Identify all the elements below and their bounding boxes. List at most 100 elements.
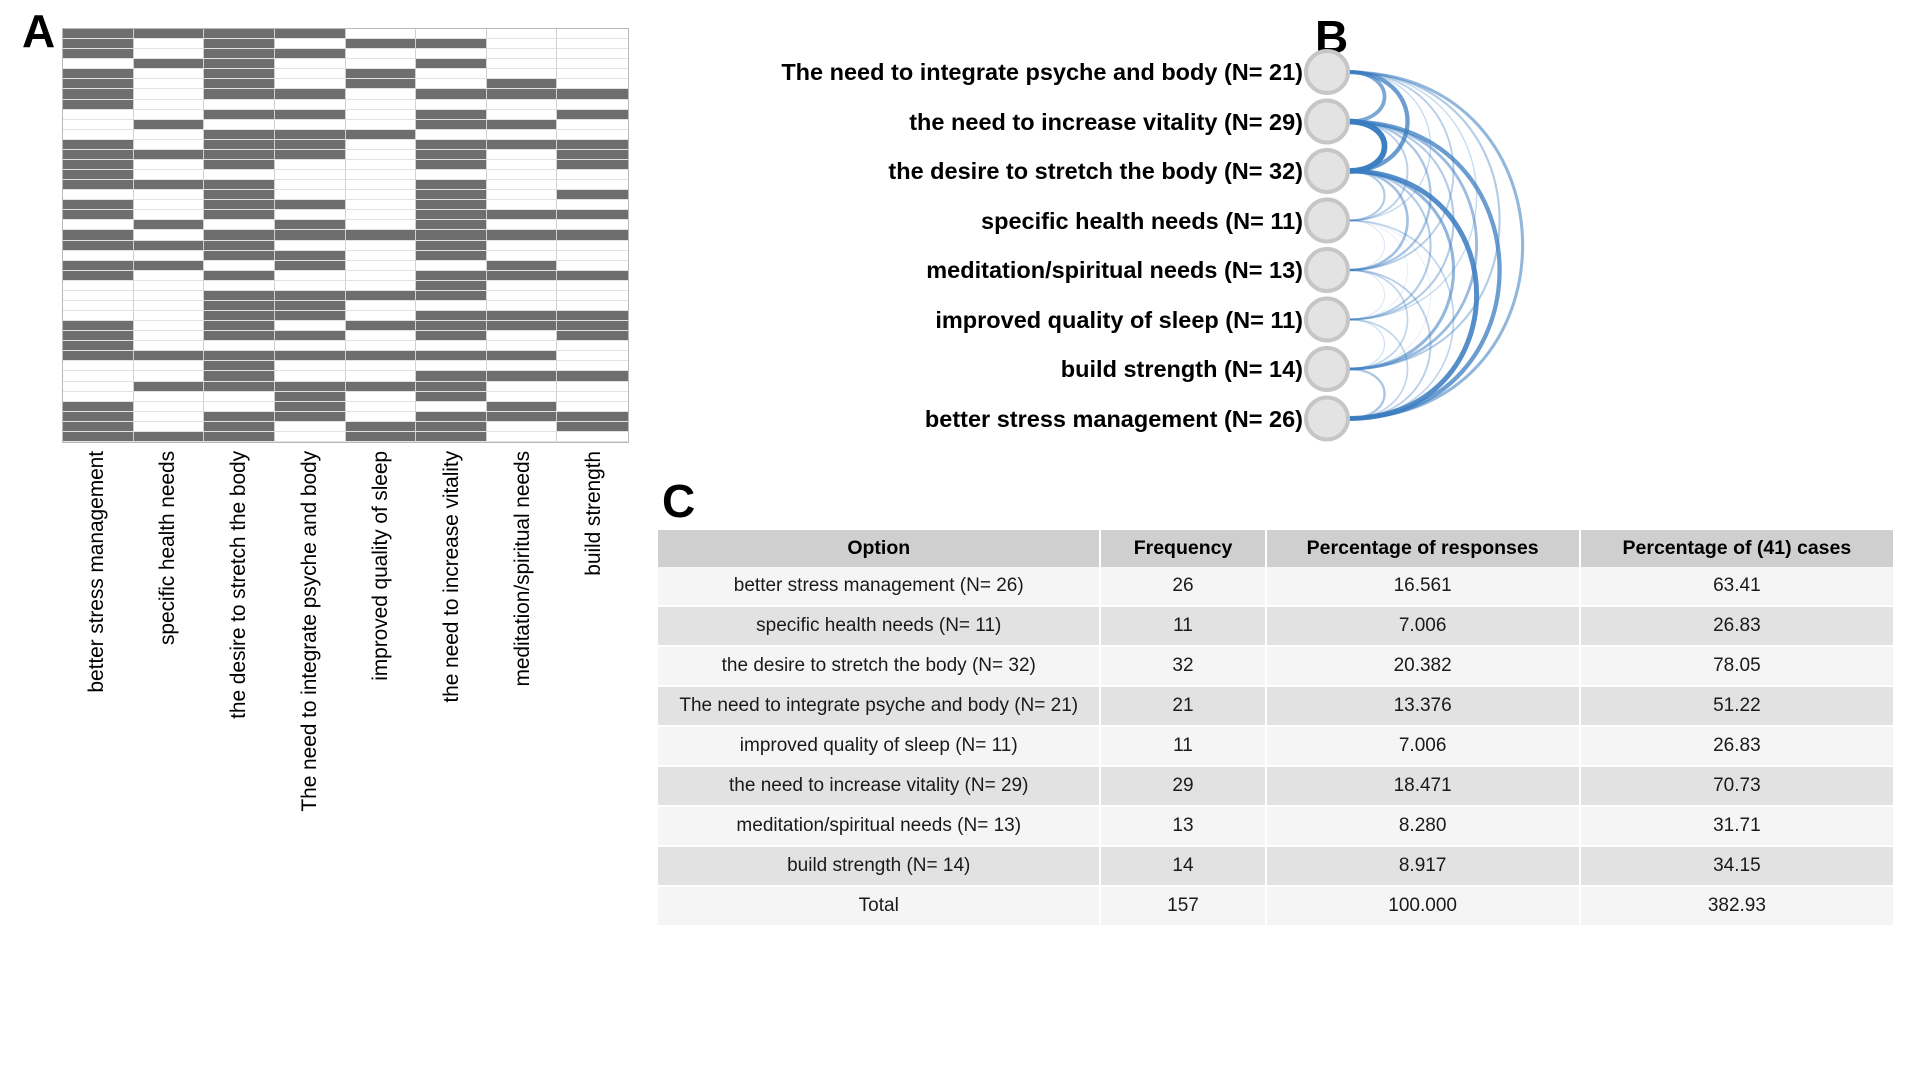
- arc-node-label[interactable]: specific health needs (N= 11): [981, 207, 1303, 234]
- arc-node[interactable]: [1304, 247, 1350, 293]
- arc-node-label[interactable]: The need to integrate psyche and body (N…: [781, 59, 1303, 85]
- matrix-cell: [345, 321, 417, 332]
- table-column-header[interactable]: Frequency: [1100, 530, 1267, 567]
- table-column-header[interactable]: Percentage of responses: [1265, 530, 1581, 567]
- arc-node-label[interactable]: build strength (N= 14): [1060, 356, 1303, 382]
- matrix-column-label: improved quality of sleep: [346, 447, 417, 847]
- table-cell-option: the desire to stretch the body (N= 32): [658, 646, 1102, 687]
- matrix-cell: [63, 129, 134, 140]
- matrix-column-label: the desire to stretch the body: [204, 447, 275, 847]
- matrix-column-label: The need to integrate psyche and body: [275, 447, 346, 847]
- matrix-cell: [345, 109, 417, 120]
- arc-node-label[interactable]: the need to increase vitality (N= 29): [909, 108, 1303, 135]
- matrix-cell: [63, 170, 134, 181]
- panel-b-arc-diagram: B The need to integrate psyche and body …: [655, 0, 1926, 470]
- matrix-cell: [274, 321, 346, 332]
- matrix-cell: [416, 381, 487, 392]
- matrix-cell: [345, 331, 417, 342]
- matrix-cell: [557, 170, 628, 181]
- table-cell-option: the need to increase vitality (N= 29): [658, 766, 1102, 807]
- table-column-header[interactable]: Option: [658, 530, 1102, 567]
- matrix-cell: [274, 311, 346, 322]
- arc-node-label[interactable]: improved quality of sleep (N= 11): [935, 306, 1303, 333]
- arc-node[interactable]: [1304, 395, 1350, 442]
- matrix-cell: [416, 200, 487, 211]
- matrix-cell: [133, 99, 205, 110]
- matrix-cell: [133, 139, 205, 150]
- matrix-cell: [204, 270, 275, 281]
- matrix-cell: [557, 89, 628, 100]
- arc-node[interactable]: [1304, 98, 1350, 145]
- matrix-cell: [557, 270, 628, 281]
- arc-link: [1346, 169, 1432, 321]
- arc-node[interactable]: [1304, 296, 1350, 343]
- table-cell-option: improved quality of sleep (N= 11): [658, 726, 1102, 767]
- arc-node[interactable]: [1304, 49, 1350, 95]
- matrix-cell: [345, 411, 417, 422]
- matrix-cell: [204, 149, 275, 160]
- matrix-cell: [204, 240, 275, 251]
- arc-node-label[interactable]: meditation/spiritual needs (N= 13): [926, 257, 1303, 283]
- matrix-cell: [557, 149, 628, 160]
- matrix-cell: [557, 280, 628, 291]
- matrix-cell: [416, 29, 487, 40]
- matrix-cell: [486, 260, 558, 271]
- matrix-cell: [557, 79, 628, 90]
- matrix-cell: [133, 149, 205, 160]
- arc-node[interactable]: [1304, 148, 1350, 194]
- matrix-cell: [204, 260, 275, 271]
- matrix-cell: [204, 210, 275, 221]
- matrix-cell: [63, 371, 134, 382]
- matrix-cell: [486, 270, 558, 281]
- matrix-cell: [486, 139, 558, 150]
- matrix-cell: [416, 230, 487, 241]
- matrix-cell: [557, 431, 628, 442]
- matrix-cell: [557, 290, 628, 301]
- matrix-cell: [274, 250, 346, 261]
- matrix-cell: [416, 149, 487, 160]
- matrix-cell: [416, 341, 487, 352]
- matrix-cell: [63, 321, 134, 332]
- matrix-cell: [345, 401, 417, 412]
- matrix-cell: [274, 240, 346, 251]
- matrix-cell: [345, 210, 417, 221]
- matrix-cell: [345, 240, 417, 251]
- matrix-cell: [204, 129, 275, 140]
- table-cell-option: Total: [658, 886, 1102, 927]
- arc-node-label[interactable]: the desire to stretch the body (N= 32): [888, 158, 1303, 184]
- matrix-cell: [63, 361, 134, 372]
- matrix-cell: [63, 311, 134, 322]
- matrix-cell: [416, 39, 487, 50]
- arc-node-label[interactable]: better stress management (N= 26): [924, 405, 1303, 432]
- matrix-column-label: meditation/spiritual needs: [487, 447, 558, 847]
- matrix-cell: [345, 59, 417, 70]
- arc-node[interactable]: [1304, 346, 1350, 392]
- matrix-cell: [63, 411, 134, 422]
- matrix-cell: [63, 79, 134, 90]
- matrix-cell: [486, 159, 558, 171]
- matrix-cell: [204, 220, 275, 231]
- matrix-cell: [557, 129, 628, 140]
- matrix-cell: [557, 331, 628, 342]
- matrix-cell: [416, 170, 487, 181]
- table-column-header[interactable]: Percentage of (41) cases: [1579, 530, 1893, 567]
- matrix-cell: [133, 109, 205, 120]
- table-cell-value: 26.83: [1579, 606, 1893, 647]
- matrix-cell: [274, 49, 346, 60]
- matrix-cell: [486, 170, 558, 181]
- matrix-cell: [133, 331, 205, 342]
- arc-node[interactable]: [1304, 197, 1350, 244]
- matrix-cell: [274, 411, 346, 422]
- matrix-cell: [486, 39, 558, 50]
- matrix-cell: [486, 321, 558, 332]
- matrix-cell: [557, 421, 628, 432]
- matrix-cell: [133, 421, 205, 432]
- matrix-cell: [345, 119, 417, 130]
- matrix-cell: [416, 59, 487, 70]
- table-cell-value: 7.006: [1265, 606, 1581, 647]
- matrix-cell: [274, 119, 346, 130]
- matrix-cell: [416, 270, 487, 281]
